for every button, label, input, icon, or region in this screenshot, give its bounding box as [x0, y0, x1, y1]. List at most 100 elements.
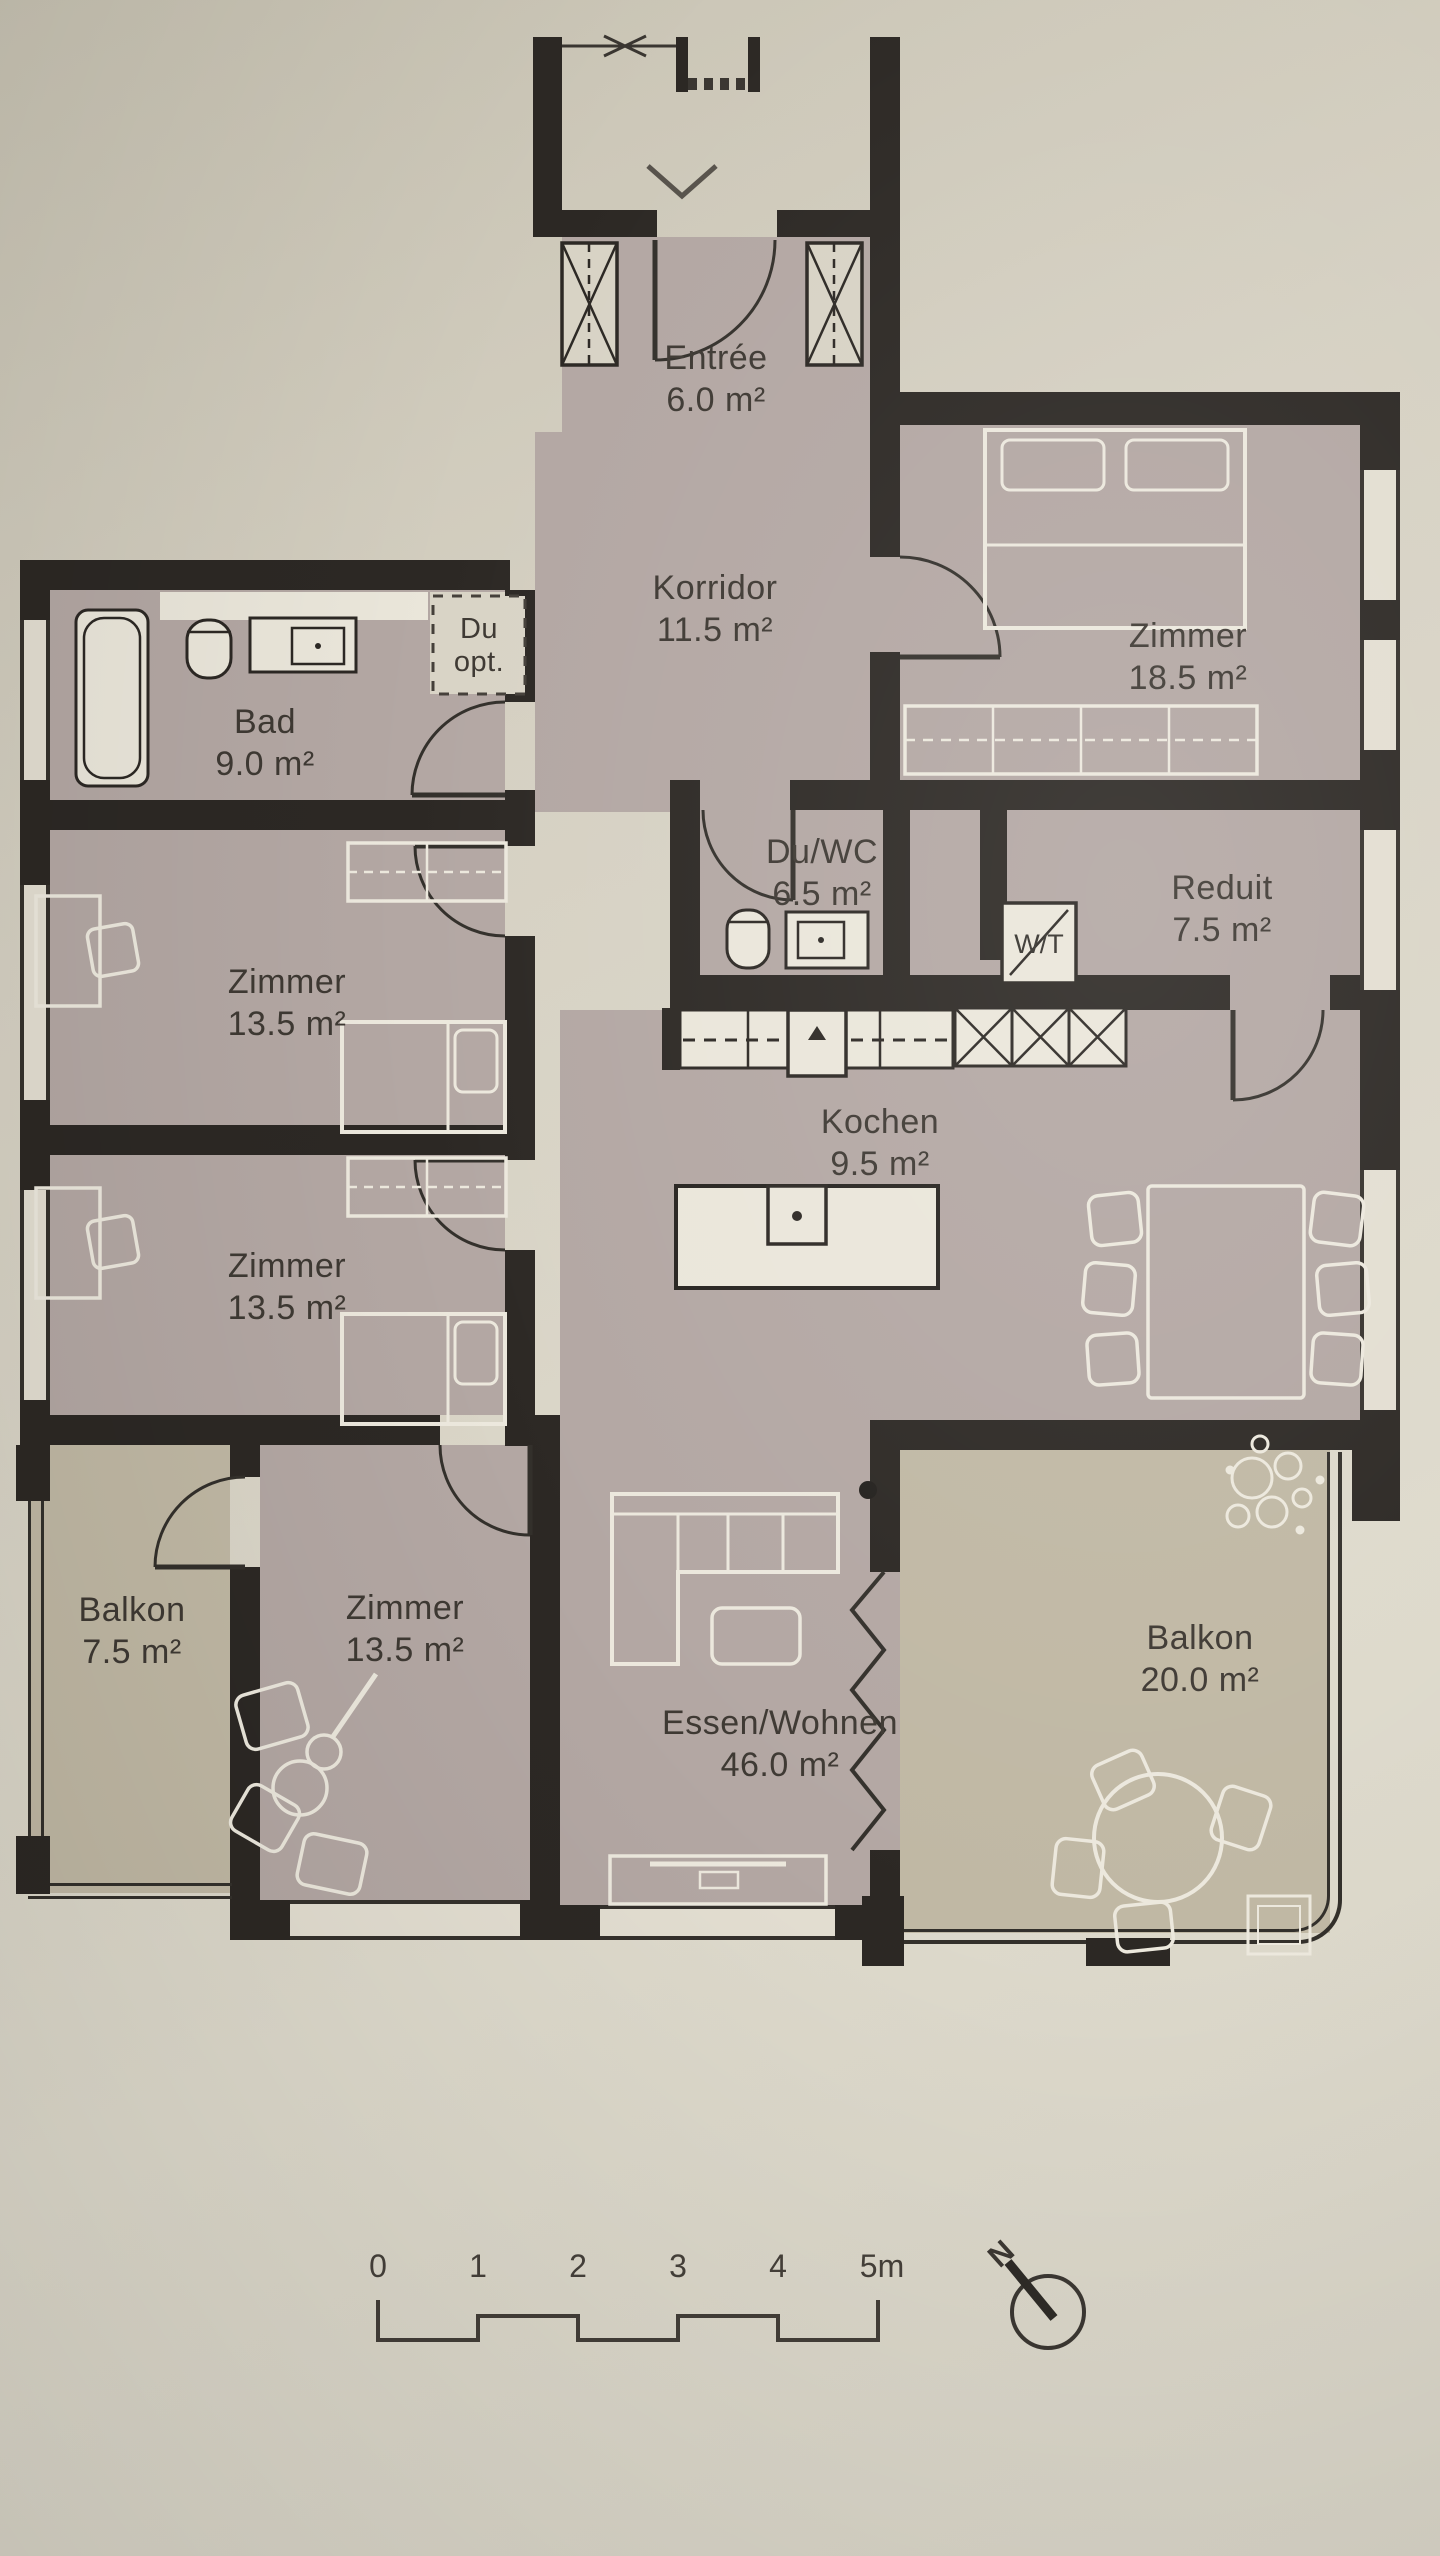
wall-segment: [1330, 975, 1360, 1010]
du-opt-outline: [431, 594, 527, 696]
wall-segment: [670, 780, 700, 812]
wardrobe: [346, 841, 508, 903]
balcony-table-set: [1050, 1748, 1273, 1954]
wardrobe: [346, 1156, 508, 1218]
wall-segment: [230, 1445, 260, 1477]
room-label-reduit: Reduit 7.5 m²: [1171, 868, 1273, 949]
wardrobe: [903, 704, 1259, 776]
wall-segment: [530, 1445, 560, 1905]
wall-segment: [20, 560, 510, 590]
wall-segment: [870, 1420, 900, 1572]
entrance-top-detail: [562, 34, 760, 92]
floor-zimmer-sued: [260, 1445, 530, 1900]
scale-tick-2: 2: [569, 2248, 587, 2284]
scale-tick-4: 4: [769, 2248, 787, 2284]
wall-segment: [790, 780, 870, 810]
wall-segment: [900, 1420, 1360, 1450]
kitchen-counter: [678, 1008, 955, 1078]
washbasin: [784, 910, 870, 970]
balcony-railing: [28, 1447, 44, 1887]
coffee-table: [710, 1606, 802, 1666]
scale-tick-3: 3: [669, 2248, 687, 2284]
desk-and-chair: [34, 1186, 141, 1300]
guitar-and-cushions: [228, 1672, 379, 1896]
window: [290, 1900, 520, 1940]
label-du-opt: Du opt.: [453, 612, 505, 678]
room-label-zimmer-nordost: Zimmer 18.5 m²: [1128, 616, 1248, 697]
room-label-bad: Bad 9.0 m²: [215, 702, 315, 783]
shaft-symbol: [560, 241, 864, 367]
room-label-balkon-west: Balkon 7.5 m²: [78, 1590, 186, 1671]
wall-segment: [50, 800, 505, 830]
tall-cabinets: [953, 1006, 1128, 1068]
kitchen-island: [674, 1184, 940, 1290]
room-label-essen-wohnen: Essen/Wohnen 46.0 m²: [662, 1703, 898, 1784]
window: [1360, 640, 1400, 750]
bath-counter: [160, 592, 428, 674]
floor-zimmer-nordost: [900, 425, 1360, 780]
balcony-railing: [28, 1883, 232, 1899]
floor-balkon-sued: [900, 1450, 1330, 1933]
wall-segment: [777, 210, 870, 237]
dining-table: [1080, 1184, 1372, 1400]
single-bed: [340, 1312, 507, 1426]
wall-segment: [1130, 975, 1230, 1010]
label-washer-tower: W/T: [1014, 928, 1064, 959]
wall-segment: [533, 210, 657, 237]
door-swing: [153, 239, 1325, 1570]
wall-segment: [505, 790, 535, 846]
railing-post: [862, 1896, 904, 1966]
scale-tick-0: 0: [369, 2248, 387, 2284]
wall-segment: [533, 37, 562, 237]
washer-tower-box: [1000, 901, 1078, 985]
wall-segment: [883, 810, 910, 980]
window: [1360, 470, 1400, 600]
wall-segment: [505, 936, 535, 1160]
wall-segment: [20, 1415, 440, 1445]
balcony-plant: [1225, 1434, 1325, 1535]
wall-segment: [530, 1415, 560, 1445]
window: [600, 1905, 835, 1940]
plan-dot-marker: [859, 1481, 877, 1499]
double-bed: [983, 428, 1247, 630]
room-label-zimmer-west1: Zimmer 13.5 m²: [227, 962, 347, 1043]
window: [20, 620, 50, 780]
wall-segment: [560, 1905, 600, 1940]
wall-segment: [870, 780, 1400, 810]
entrance-chevron-icon: [646, 164, 718, 200]
toilet: [185, 618, 233, 680]
north-compass-icon: [1004, 2259, 1086, 2350]
wall-segment: [520, 1900, 560, 1940]
planter-box: [1246, 1894, 1312, 1956]
tv-sideboard: [608, 1854, 828, 1906]
desk-and-chair: [34, 894, 141, 1008]
room-label-korridor: Korridor 11.5 m²: [652, 568, 778, 649]
toilet: [725, 908, 771, 970]
room-label-balkon-sued: Balkon 20.0 m²: [1140, 1618, 1260, 1699]
room-label-kochen: Kochen 9.5 m²: [820, 1102, 940, 1183]
sofa: [610, 1492, 840, 1666]
room-label-entree: Entrée 6.0 m²: [664, 338, 768, 419]
wall-segment: [870, 435, 900, 557]
room-label-zimmer-west2: Zimmer 13.5 m²: [227, 1246, 347, 1327]
wall-segment: [230, 1900, 290, 1940]
folding-door: [849, 1570, 887, 1852]
room-label-zimmer-sued: Zimmer 13.5 m²: [345, 1588, 465, 1669]
railing-post: [16, 1836, 50, 1894]
railing-post: [16, 1445, 50, 1501]
bathtub: [74, 608, 150, 788]
wall-segment: [505, 1250, 535, 1446]
wall-segment: [870, 652, 900, 780]
scale-bar: [376, 2300, 880, 2342]
floor-balkon-west: [30, 1445, 230, 1893]
single-bed: [340, 1020, 507, 1134]
room-label-du-wc: Du/WC 6.5 m²: [765, 832, 879, 913]
scale-tick-5m: 5m: [859, 2248, 905, 2284]
wall-segment: [870, 392, 1400, 425]
scale-tick-1: 1: [469, 2248, 487, 2284]
railing-post: [1352, 1443, 1400, 1521]
window: [1360, 830, 1400, 990]
wall-segment: [670, 810, 700, 978]
